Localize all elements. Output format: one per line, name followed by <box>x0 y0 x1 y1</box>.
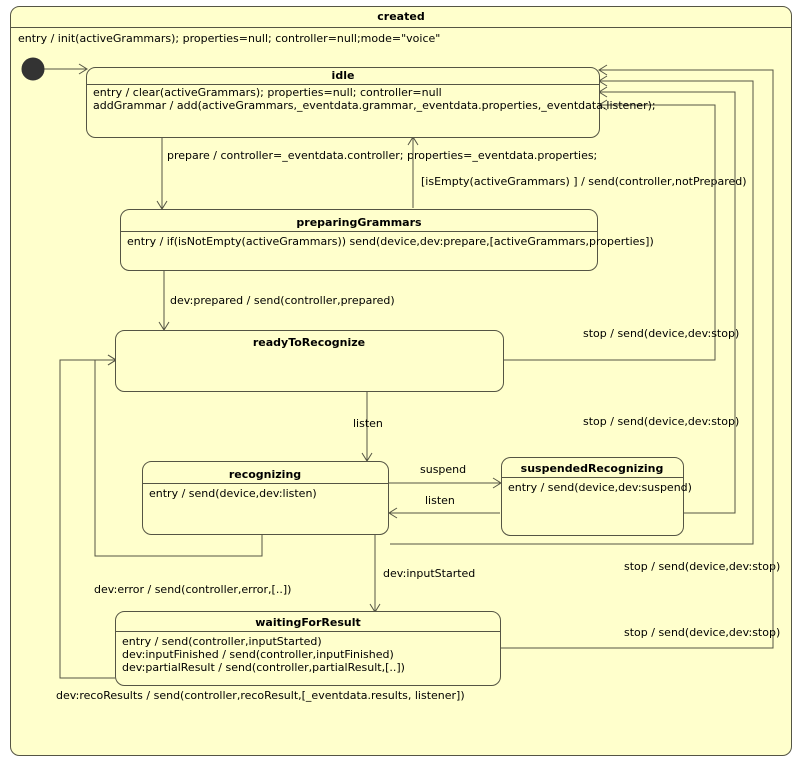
state-waitingforresult-line-0: entry / send(controller,inputStarted) <box>122 635 322 648</box>
state-preparinggrammars-line-0: entry / if(isNotEmpty(activeGrammars)) s… <box>127 235 654 248</box>
state-recognizing-border <box>142 461 389 535</box>
state-readytorecognize-border <box>115 330 504 392</box>
state-created-entry: entry / init(activeGrammars); properties… <box>18 32 440 45</box>
transition-label-listen-ready: listen <box>353 417 383 430</box>
state-preparinggrammars-border <box>120 209 598 271</box>
transition-readytorecognize-to-recognizing[interactable]: listen <box>353 392 383 462</box>
state-readytorecognize-title: readyToRecognize <box>253 336 365 349</box>
transition-preparinggrammars-to-idle[interactable]: [isEmpty(activeGrammars) ] / send(contro… <box>407 136 747 208</box>
state-idle-title: idle <box>332 69 355 82</box>
transition-label-isempty: [isEmpty(activeGrammars) ] / send(contro… <box>421 175 747 188</box>
transition-label-devprepared: dev:prepared / send(controller,prepared) <box>170 294 395 307</box>
transition-label-stop-suspended: stop / send(device,dev:stop) <box>583 415 739 428</box>
transition-label-stop-ready: stop / send(device,dev:stop) <box>583 327 739 340</box>
edge-waiting-idle-line <box>500 69 774 649</box>
state-idle-border <box>86 67 600 138</box>
state-preparinggrammars-body <box>120 209 598 271</box>
state-readytorecognize-body <box>115 330 504 392</box>
transition-label-stop-waiting: stop / send(device,dev:stop) <box>624 626 780 639</box>
transition-label-stop-recognizing: stop / send(device,dev:stop) <box>624 560 780 573</box>
transition-recognizing-to-suspendedrecognizing[interactable]: suspend <box>389 463 502 489</box>
state-waitingforresult-line-1: dev:inputFinished / send(controller,inpu… <box>122 648 394 661</box>
transition-label-devinputstarted: dev:inputStarted <box>383 567 475 580</box>
state-idle[interactable]: idle entry / clear(activeGrammars); prop… <box>86 67 656 138</box>
transition-recognizing-to-waitingforresult[interactable]: dev:inputStarted <box>369 535 475 613</box>
state-recognizing[interactable]: recognizing entry / send(device,dev:list… <box>142 461 389 535</box>
state-idle-line-1: addGrammar / add(activeGrammars,_eventda… <box>93 99 656 112</box>
transition-label-prepare: prepare / controller=_eventdata.controll… <box>167 149 597 162</box>
state-idle-line-0: entry / clear(activeGrammars); propertie… <box>93 86 442 99</box>
edge-waiting-idle-arrowhead <box>598 64 608 76</box>
state-suspendedrecognizing-title: suspendedRecognizing <box>521 462 664 475</box>
state-recognizing-line-0: entry / send(device,dev:listen) <box>149 487 317 500</box>
state-waitingforresult-border <box>115 611 501 686</box>
state-suspendedrecognizing-border <box>501 457 684 536</box>
state-waitingforresult-title: waitingForResult <box>255 616 360 629</box>
state-preparinggrammars[interactable]: preparingGrammars entry / if(isNotEmpty(… <box>120 209 654 271</box>
state-recognizing-body <box>142 461 389 535</box>
transition-label-deverror: dev:error / send(controller,error,[..]) <box>94 583 291 596</box>
state-suspendedrecognizing[interactable]: suspendedRecognizing entry / send(device… <box>501 457 692 536</box>
state-readytorecognize[interactable]: readyToRecognize <box>115 330 504 392</box>
state-recognizing-title: recognizing <box>229 468 301 481</box>
transition-label-suspend: suspend <box>420 463 466 476</box>
edge-waiting-ready-line <box>59 359 115 679</box>
transition-idle-to-preparinggrammars[interactable]: prepare / controller=_eventdata.controll… <box>156 137 597 210</box>
state-waitingforresult-line-2: dev:partialResult / send(controller,part… <box>122 661 405 674</box>
state-waitingforresult[interactable]: waitingForResult entry / send(controller… <box>115 611 501 686</box>
edge-recognizing-idle-line <box>390 80 754 545</box>
transition-waitingforresult-to-idle[interactable]: stop / send(device,dev:stop) <box>500 64 780 649</box>
state-created-border <box>10 6 792 756</box>
state-created-title: created <box>377 10 424 23</box>
state-preparinggrammars-title: preparingGrammars <box>296 216 422 229</box>
edge-ready-idle-line <box>503 104 716 361</box>
edge-suspended-idle-line <box>600 91 736 514</box>
edge-initial-idle-arrowhead <box>78 63 88 75</box>
transition-suspendedrecognizing-to-recognizing[interactable]: listen <box>388 494 500 519</box>
state-suspendedrecognizing-line-0: entry / send(device,dev:suspend) <box>508 481 692 494</box>
state-waitingforresult-body <box>115 611 501 686</box>
transition-label-devrecoresults: dev:recoResults / send(controller,recoRe… <box>56 689 465 702</box>
transition-initial-to-idle[interactable] <box>44 63 88 75</box>
transition-label-listen-suspended: listen <box>425 494 455 507</box>
initial-state-dot[interactable] <box>21 57 45 81</box>
